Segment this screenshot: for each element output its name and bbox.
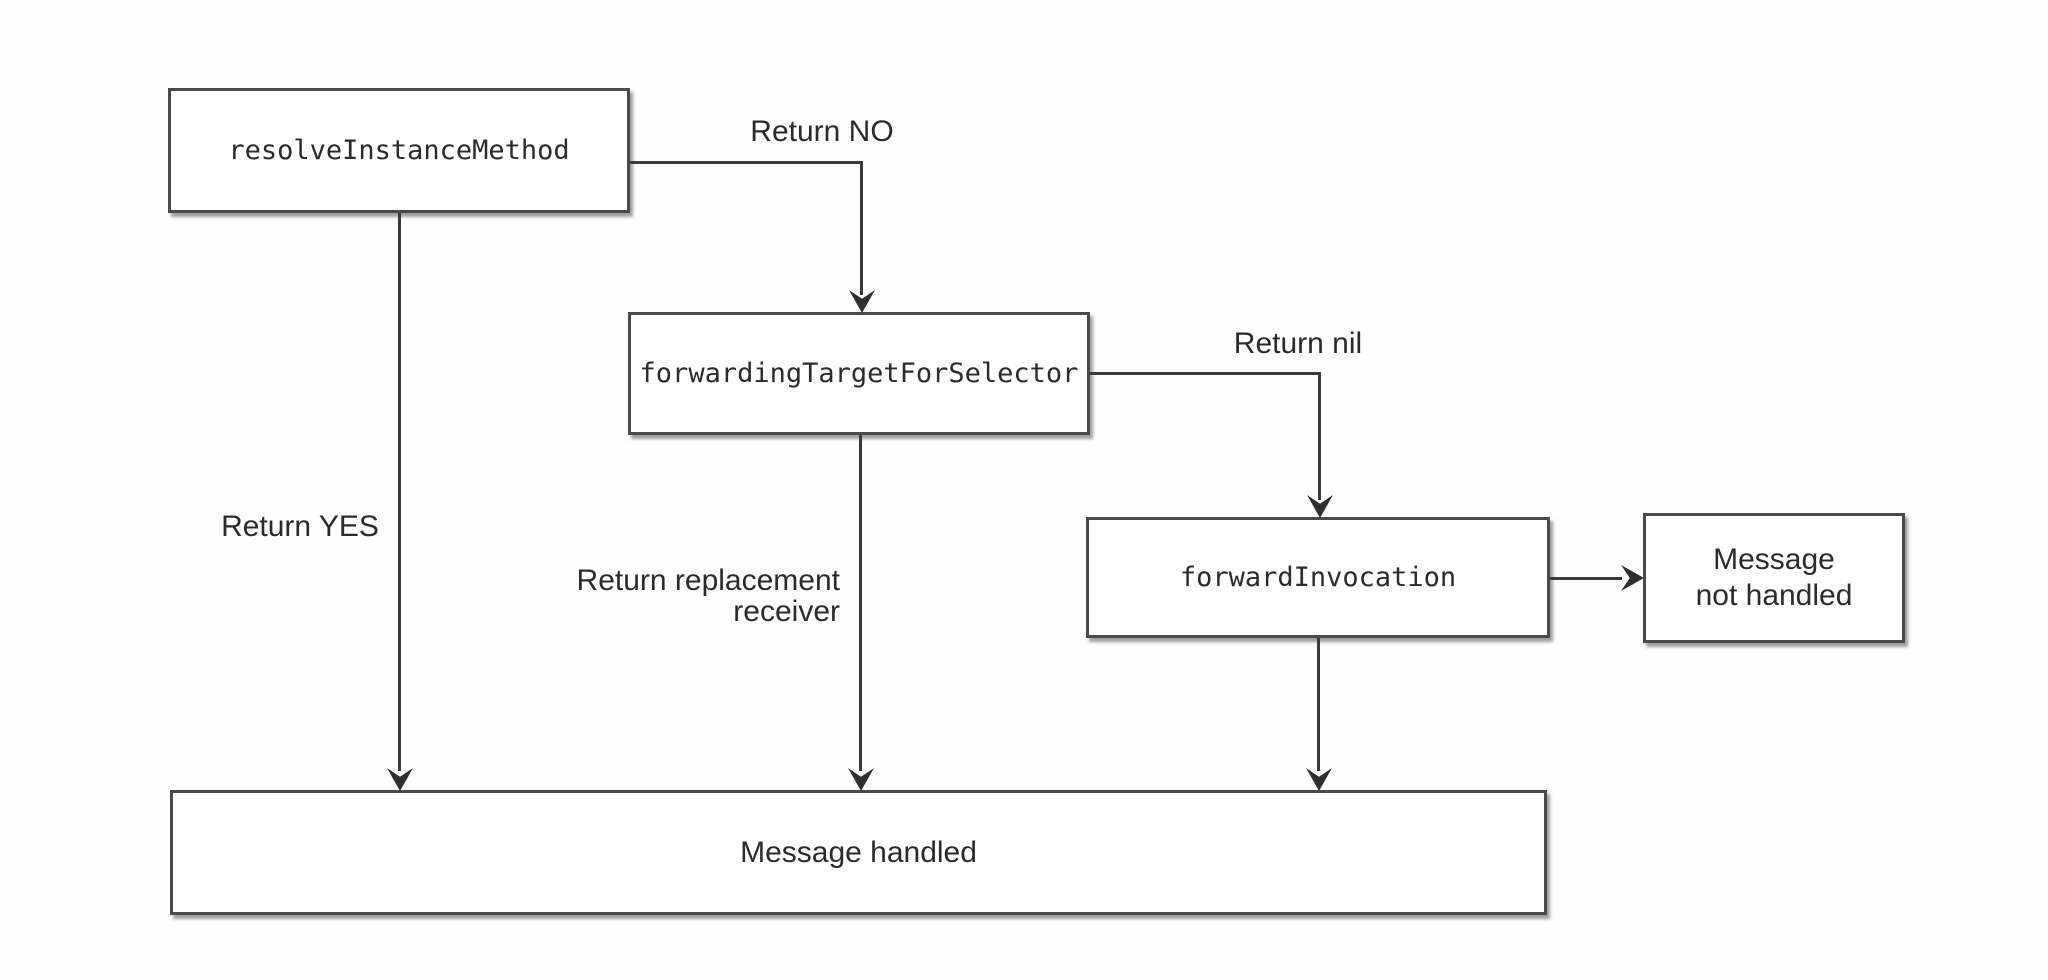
edge-label-return-replacement-line1: Return replacement	[576, 564, 840, 597]
node-message-not-handled: Message not handled	[1643, 513, 1905, 643]
edge-return-nil-horizontal-line	[1090, 372, 1321, 375]
edge-label-return-replacement-receiver: Return replacement receiver	[545, 565, 840, 627]
edge-return-no-vertical-line	[860, 161, 863, 295]
edge-label-return-yes: Return YES	[221, 510, 379, 543]
edge-label-return-no: Return NO	[750, 115, 894, 148]
node-forwarding-target-for-selector: forwardingTargetForSelector	[628, 312, 1090, 435]
arrowhead-right-into-message-not-handled-icon	[1621, 565, 1644, 591]
node-forward-invocation-label: forwardInvocation	[1179, 562, 1457, 593]
edge-return-yes-vertical-line	[398, 213, 401, 771]
node-message-handled: Message handled	[170, 790, 1547, 915]
node-message-not-handled-label-line1: Message	[1713, 543, 1835, 576]
node-resolve-instance-method-label: resolveInstanceMethod	[228, 135, 570, 166]
node-forwarding-target-for-selector-label: forwardingTargetForSelector	[639, 358, 1079, 389]
node-message-not-handled-label-line2: not handled	[1695, 579, 1853, 612]
arrowhead-down-from-forward-invocation-icon	[1306, 768, 1332, 791]
edge-return-replacement-vertical-line	[859, 435, 862, 771]
edge-return-no-horizontal-line	[630, 161, 863, 164]
node-forward-invocation: forwardInvocation	[1086, 517, 1550, 638]
node-message-handled-label: Message handled	[740, 835, 977, 869]
edge-forward-invocation-to-handled-line	[1317, 638, 1320, 771]
edge-to-message-not-handled-line	[1550, 577, 1622, 580]
edge-return-nil-vertical-line	[1318, 372, 1321, 500]
arrowhead-down-return-replacement-icon	[848, 768, 874, 791]
arrowhead-down-return-yes-icon	[387, 768, 413, 791]
node-resolve-instance-method: resolveInstanceMethod	[168, 88, 630, 213]
edge-label-return-nil: Return nil	[1233, 327, 1363, 360]
edge-label-return-replacement-line2: receiver	[733, 595, 840, 628]
